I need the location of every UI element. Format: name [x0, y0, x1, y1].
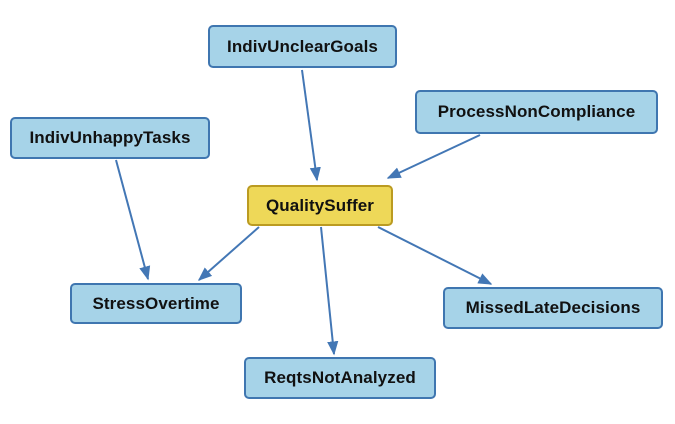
node-reqts-not-analyzed[interactable]: ReqtsNotAnalyzed	[244, 357, 436, 399]
edge-QualitySuffer-to-ReqtsNotAnalyzed	[320, 226, 339, 356]
node-label: ReqtsNotAnalyzed	[264, 368, 416, 387]
node-stress-overtime[interactable]: StressOvertime	[70, 283, 242, 324]
node-label: IndivUnclearGoals	[227, 36, 378, 56]
node-label: StressOvertime	[92, 293, 220, 313]
edge-ProcessNonCompliance-to-QualitySuffer	[386, 134, 481, 179]
node-missed-late-decisions[interactable]: MissedLateDecisions	[443, 287, 663, 329]
node-indiv-unhappy-tasks[interactable]: IndivUnhappyTasks	[10, 117, 210, 159]
node-process-non-compliance[interactable]: ProcessNonCompliance	[415, 90, 658, 134]
edge-IndivUnclearGoals-to-QualitySuffer	[301, 69, 321, 182]
edge-QualitySuffer-to-StressOvertime	[197, 226, 260, 281]
node-label: MissedLateDecisions	[465, 298, 641, 317]
edge-QualitySuffer-to-MissedLateDecisions	[377, 226, 493, 285]
edge-IndivUnhappyTasks-to-StressOvertime	[115, 159, 151, 281]
node-indiv-unclear-goals[interactable]: IndivUnclearGoals	[208, 25, 397, 68]
node-label: ProcessNonCompliance	[437, 102, 636, 121]
node-label: QualitySuffer	[265, 195, 375, 215]
node-label: IndivUnhappyTasks	[29, 128, 191, 147]
node-quality-suffer[interactable]: QualitySuffer	[247, 185, 393, 226]
